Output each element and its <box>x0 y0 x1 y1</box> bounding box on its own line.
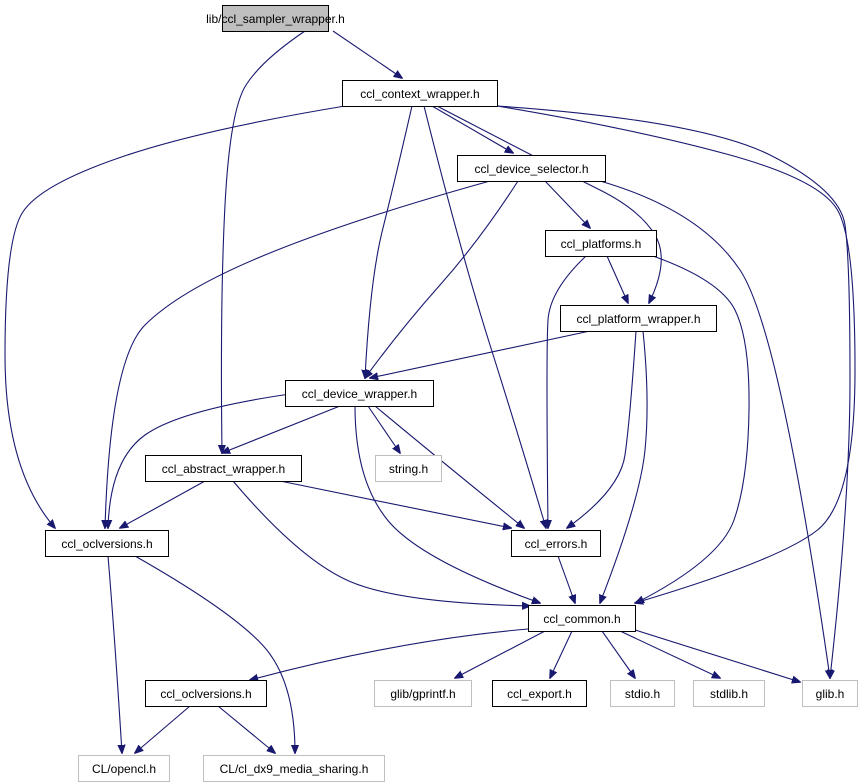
node-label: CL/opencl.h <box>92 762 156 776</box>
edge-ccl-context-wrapper-to-ccl-platform-wrapper <box>436 105 662 303</box>
node-label: ccl_common.h <box>543 612 620 626</box>
node-label: ccl_oclversions.h <box>160 687 251 701</box>
node-ccl-export[interactable]: ccl_export.h <box>492 680 587 707</box>
node-label: string.h <box>389 462 428 476</box>
node-box <box>511 530 601 557</box>
node-ccl-context-wrapper[interactable]: ccl_context_wrapper.h <box>342 80 498 107</box>
edge-ccl-context-wrapper-to-glib <box>496 105 851 678</box>
node-box <box>457 155 606 182</box>
node-ccl-device-selector[interactable]: ccl_device_selector.h <box>457 155 606 182</box>
node-label: lib/ccl_sampler_wrapper.h <box>206 12 345 26</box>
node-label: ccl_device_selector.h <box>474 162 588 176</box>
edge-ccl-common-to-ccl-oclversions-bottom <box>250 628 529 680</box>
node-stdio: stdio.h <box>610 680 675 707</box>
edge-ccl-platform-wrapper-to-ccl-device-wrapper <box>370 330 591 378</box>
edge-ccl-oclversions-bottom-to-cl-dx9 <box>217 705 275 753</box>
edge-ccl-device-wrapper-to-ccl-abstract-wrapper <box>222 405 341 453</box>
node-box <box>374 680 472 707</box>
edge-ccl-device-wrapper-to-ccl-common <box>354 405 540 603</box>
edge-ccl-common-to-glib-gprintf <box>455 630 546 678</box>
node-label: ccl_errors.h <box>525 537 588 551</box>
node-box <box>285 380 434 407</box>
node-box <box>145 455 302 482</box>
node-ccl-device-wrapper[interactable]: ccl_device_wrapper.h <box>285 380 434 407</box>
node-box <box>222 5 329 32</box>
edge-ccl-abstract-wrapper-to-ccl-common <box>232 480 530 606</box>
edge-ccl-platforms-to-ccl-errors <box>547 255 587 528</box>
edge-ccl-sampler-wrapper-to-ccl-context-wrapper <box>332 30 402 78</box>
edge-ccl-errors-to-ccl-common <box>557 555 575 603</box>
node-label: ccl_device_wrapper.h <box>302 387 417 401</box>
edge-ccl-platform-wrapper-to-ccl-errors <box>567 330 637 528</box>
node-box <box>560 305 717 332</box>
node-label: ccl_platforms.h <box>561 237 642 251</box>
edge-ccl-device-wrapper-to-string <box>367 405 400 453</box>
node-box <box>342 80 498 107</box>
node-label: glib.h <box>816 687 845 701</box>
node-box <box>545 230 657 257</box>
edge-ccl-platform-wrapper-to-ccl-common <box>600 330 648 603</box>
node-stdlib: stdlib.h <box>693 680 765 707</box>
node-box <box>492 680 587 707</box>
node-glib-gprintf: glib/gprintf.h <box>374 680 472 707</box>
edge-ccl-device-selector-to-ccl-device-wrapper <box>365 180 519 378</box>
node-box <box>693 680 765 707</box>
edge-ccl-context-wrapper-to-ccl-oclversions-top <box>4 105 346 528</box>
node-ccl-oclversions-top[interactable]: ccl_oclversions.h <box>45 530 169 557</box>
edge-ccl-device-selector-to-ccl-platforms <box>544 180 590 228</box>
node-box <box>375 455 442 482</box>
node-label: glib/gprintf.h <box>390 687 455 701</box>
node-ccl-platform-wrapper[interactable]: ccl_platform_wrapper.h <box>560 305 717 332</box>
edge-ccl-common-to-ccl-export <box>550 630 573 678</box>
edge-ccl-sampler-wrapper-to-ccl-abstract-wrapper <box>221 30 306 453</box>
node-ccl-platforms[interactable]: ccl_platforms.h <box>545 230 657 257</box>
node-ccl-sampler-wrapper[interactable]: lib/ccl_sampler_wrapper.h <box>206 5 345 32</box>
node-box <box>203 755 385 782</box>
edge-ccl-common-to-stdio <box>601 630 635 678</box>
node-ccl-errors[interactable]: ccl_errors.h <box>511 530 601 557</box>
node-ccl-oclversions-bottom[interactable]: ccl_oclversions.h <box>145 680 267 707</box>
edge-ccl-context-wrapper-to-ccl-device-wrapper <box>365 105 413 378</box>
node-cl-opencl: CL/opencl.h <box>78 755 170 782</box>
node-label: CL/cl_dx9_media_sharing.h <box>220 762 369 776</box>
edge-ccl-context-wrapper-to-ccl-device-selector <box>431 105 513 153</box>
edge-ccl-context-wrapper-to-ccl-common <box>496 105 856 603</box>
edges-layer <box>4 30 856 753</box>
node-box <box>145 680 267 707</box>
nodes-layer: lib/ccl_sampler_wrapper.h ccl_context_wra… <box>45 5 858 782</box>
node-cl-dx9: CL/cl_dx9_media_sharing.h <box>203 755 385 782</box>
node-ccl-common[interactable]: ccl_common.h <box>528 605 636 632</box>
edge-ccl-oclversions-bottom-to-cl-opencl <box>135 705 191 753</box>
node-label: ccl_export.h <box>507 687 572 701</box>
edge-ccl-abstract-wrapper-to-ccl-errors <box>279 480 511 528</box>
edge-ccl-context-wrapper-to-ccl-errors <box>423 105 546 528</box>
node-label: ccl_abstract_wrapper.h <box>162 462 285 476</box>
node-box <box>45 530 169 557</box>
node-label: ccl_oclversions.h <box>61 537 152 551</box>
edge-ccl-device-selector-to-glib <box>599 180 830 678</box>
edge-ccl-device-wrapper-to-ccl-errors <box>374 405 524 528</box>
node-box <box>78 755 170 782</box>
node-label: stdlib.h <box>710 687 748 701</box>
edge-ccl-abstract-wrapper-to-ccl-oclversions-top <box>120 480 206 528</box>
node-box <box>528 605 636 632</box>
node-string: string.h <box>375 455 442 482</box>
node-box <box>802 680 858 707</box>
node-label: ccl_platform_wrapper.h <box>576 312 700 326</box>
node-glib: glib.h <box>802 680 858 707</box>
edge-ccl-device-selector-to-ccl-oclversions-top <box>105 180 491 528</box>
edge-ccl-common-to-glib <box>631 628 800 682</box>
edge-ccl-oclversions-top-to-cl-opencl <box>107 555 122 753</box>
node-box <box>610 680 675 707</box>
node-label: stdio.h <box>625 687 660 701</box>
edge-ccl-platforms-to-ccl-common <box>636 255 750 603</box>
edge-ccl-platforms-to-ccl-platform-wrapper <box>606 255 628 303</box>
edge-ccl-common-to-stdlib <box>619 630 720 678</box>
node-label: ccl_context_wrapper.h <box>360 87 479 101</box>
edge-ccl-oclversions-top-to-cl-dx9 <box>134 555 295 753</box>
edge-ccl-device-wrapper-to-ccl-oclversions-top <box>108 393 291 528</box>
node-ccl-abstract-wrapper[interactable]: ccl_abstract_wrapper.h <box>145 455 302 482</box>
